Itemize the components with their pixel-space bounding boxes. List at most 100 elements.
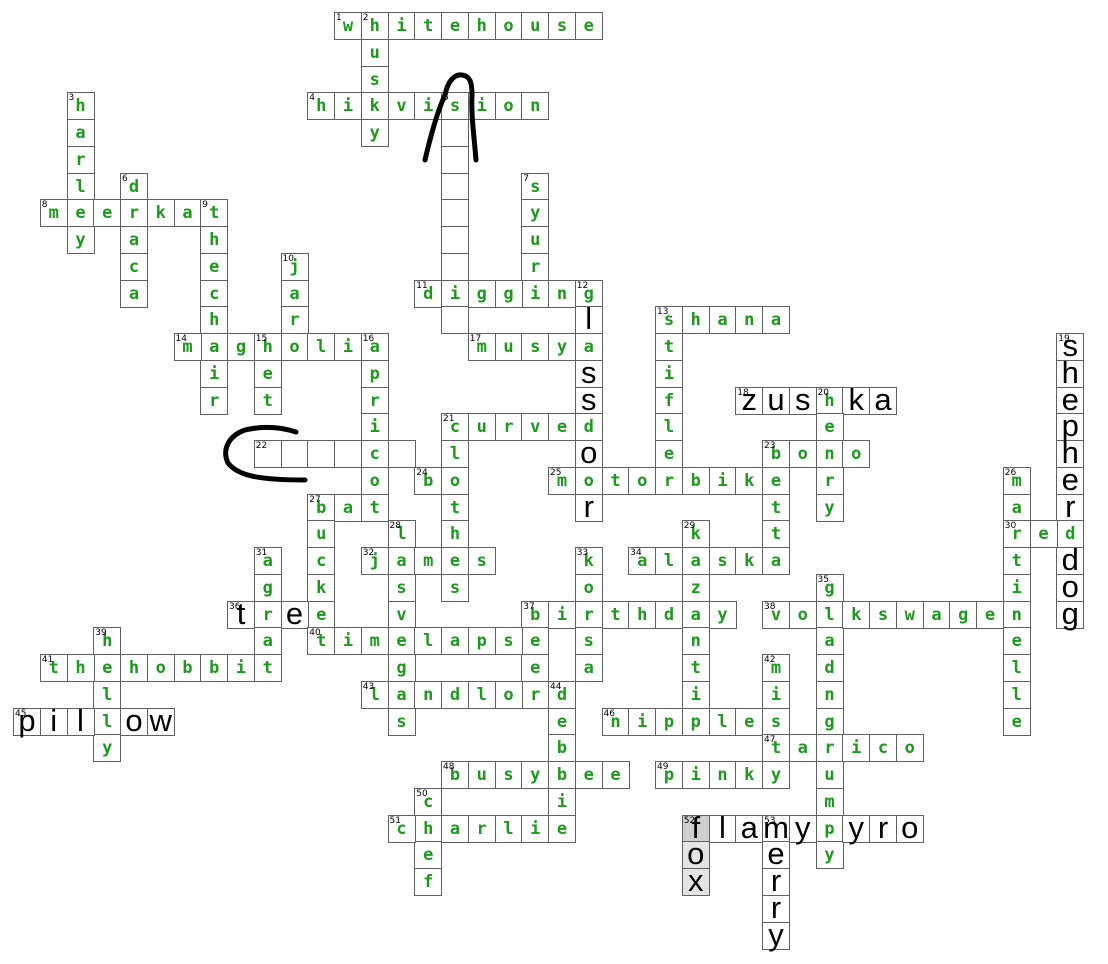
crossword-cell[interactable]: t [1002,547,1031,575]
crossword-cell[interactable]: y [815,493,844,522]
crossword-cell[interactable]: e [414,841,443,870]
crossword-cell[interactable]: v [387,600,416,629]
crossword-cell[interactable]: h [1056,357,1085,388]
crossword-cell[interactable]: e [93,199,122,228]
crossword-cell[interactable]: h [120,654,148,682]
crossword-cell[interactable]: l [1002,654,1031,682]
crossword-cell[interactable]: y [842,812,871,843]
crossword-cell[interactable]: s [574,384,603,415]
crossword-cell[interactable]: y [788,812,817,843]
crossword-cell[interactable]: e [200,252,229,281]
crossword-cell[interactable]: l [655,413,683,442]
crossword-cell[interactable]: s [708,547,737,575]
crossword-cell[interactable]: d [1056,544,1085,575]
crossword-cell[interactable]: i [360,413,389,442]
crossword-cell[interactable]: i [521,814,550,843]
crossword-cell[interactable]: b [548,761,576,789]
crossword-cell[interactable]: g [494,279,523,308]
crossword-cell[interactable]: i [842,734,871,763]
crossword-cell[interactable]: y [548,333,576,361]
crossword-cell[interactable]: o [895,812,924,843]
crossword-cell[interactable]: r [494,413,523,442]
crossword-cell[interactable]: k [735,547,764,575]
crossword-cell[interactable]: a [788,734,817,763]
crossword-cell[interactable]: v [387,92,416,121]
crossword-cell[interactable]: a [441,627,469,656]
crossword-cell[interactable]: r [1056,491,1085,522]
crossword-cell[interactable]: e [521,627,550,656]
crossword-cell[interactable]: i [681,680,710,709]
crossword-cell[interactable]: h [681,306,710,335]
crossword-cell[interactable]: v [521,413,550,442]
crossword-cell[interactable]: b [681,466,710,495]
crossword-cell[interactable]: y [521,199,550,228]
crossword-cell[interactable]: e [280,598,309,629]
crossword-cell[interactable]: s [548,12,576,40]
crossword-cell[interactable]: a [120,279,148,308]
crossword-cell[interactable]: e [762,838,790,870]
crossword-cell[interactable]: g [1056,598,1085,629]
crossword-cell[interactable]: a [387,547,416,575]
crossword-cell[interactable]: k [735,466,764,495]
crossword-cell[interactable]: u [815,761,844,789]
crossword-cell[interactable]: e [441,12,469,40]
crossword-cell[interactable]: i [387,12,416,40]
crossword-cell[interactable]: o [574,437,603,468]
crossword-cell[interactable]: k [307,573,336,602]
crossword-cell[interactable]: e [93,654,122,682]
crossword-cell[interactable]: a [922,600,951,629]
crossword-cell[interactable]: r [253,600,282,629]
crossword-cell[interactable]: t [360,493,389,522]
crossword-cell[interactable]: o [628,466,657,495]
crossword-cell[interactable]: a [334,493,362,522]
crossword-cell[interactable]: a [1002,493,1031,522]
crossword-cell[interactable]: a [762,306,790,335]
crossword-cell[interactable]: y [762,761,790,789]
crossword-cell[interactable]: a [253,627,282,656]
crossword-cell[interactable]: r [280,306,309,335]
crossword-cell[interactable]: e [253,359,282,388]
crossword-cell[interactable]: u [762,384,790,415]
crossword-cell[interactable]: n [521,92,550,121]
crossword-cell[interactable]: f [414,868,443,896]
crossword-cell[interactable]: p [1056,410,1085,442]
crossword-cell[interactable]: u [521,12,550,40]
crossword-cell[interactable]: r [574,600,603,629]
crossword-cell[interactable]: a [387,680,416,709]
crossword-cell[interactable]: i [681,761,710,789]
crossword-cell[interactable]: e [655,440,683,468]
crossword-cell[interactable]: a [173,199,202,228]
crossword-cell[interactable]: o [441,466,469,495]
crossword-cell[interactable]: u [360,38,389,67]
crossword-cell[interactable]: k [735,761,764,789]
crossword-cell[interactable]: p [467,627,496,656]
crossword-cell[interactable]: r [521,680,550,709]
crossword-cell[interactable]: t [253,654,282,682]
crossword-cell[interactable]: i [200,359,229,388]
crossword-cell[interactable]: c [200,279,229,308]
crossword-cell[interactable] [441,172,469,201]
crossword-cell[interactable]: c [120,252,148,281]
crossword-cell[interactable]: h [1056,437,1085,468]
crossword-cell[interactable]: r [655,466,683,495]
crossword-cell[interactable]: i [655,359,683,388]
crossword-cell[interactable]: l [708,812,737,843]
